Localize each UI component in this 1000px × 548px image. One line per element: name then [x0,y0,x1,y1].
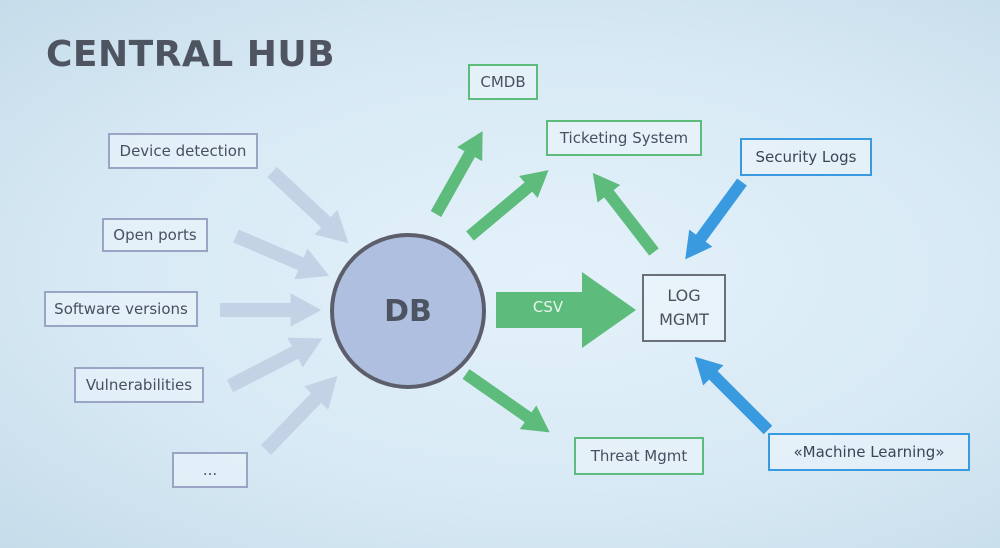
arrow-db-to-cmdb [430,131,483,217]
arrow-db-to-ticketing [466,170,549,241]
source-device-detection-label: Device detection [119,142,247,160]
source-software-versions: Software versions [44,291,198,327]
db-hub-label: DB [384,293,432,329]
source-vulnerabilities: Vulnerabilities [74,367,204,403]
log-mgmt-line1: LOG [667,286,701,305]
input-security-logs-label: Security Logs [755,148,857,166]
source-vulnerabilities-label: Vulnerabilities [85,376,193,394]
slide-title: CENTRAL HUB [46,34,336,75]
arrow-log-to-ticketing [592,172,659,256]
arrow-machine-learning-to-log [694,356,773,435]
arrow-open-ports-to-db [233,229,330,280]
arrow-db-to-threat-mgmt [462,369,550,433]
source-open-ports: Open ports [102,218,208,252]
csv-flow-label: CSV [532,298,564,316]
output-threat-mgmt-label: Threat Mgmt [590,447,688,465]
log-mgmt-line2: MGMT [659,310,709,329]
source-device-detection: Device detection [108,133,258,169]
input-machine-learning-label: «Machine Learning» [793,443,945,461]
source-open-ports-label: Open ports [113,226,197,244]
output-ticketing-system-label: Ticketing System [559,129,689,147]
arrow-vulnerabilities-to-db [226,337,323,393]
source-software-versions-label: Software versions [54,300,188,318]
arrow-security-logs-to-log [685,178,747,260]
db-hub: DB [330,233,486,389]
output-threat-mgmt: Threat Mgmt [574,437,704,475]
source-more-label: ... [202,461,218,479]
input-security-logs: Security Logs [740,138,872,176]
arrow-db-to-log-csv [496,272,636,348]
output-cmdb: CMDB [468,64,538,100]
source-more: ... [172,452,248,488]
output-ticketing-system: Ticketing System [546,120,702,156]
log-mgmt-box: LOG MGMT [642,274,726,342]
arrow-device-detection-to-db [267,166,349,244]
output-cmdb-label: CMDB [480,73,526,91]
input-machine-learning: «Machine Learning» [768,433,970,471]
arrow-more-to-db [260,375,338,455]
